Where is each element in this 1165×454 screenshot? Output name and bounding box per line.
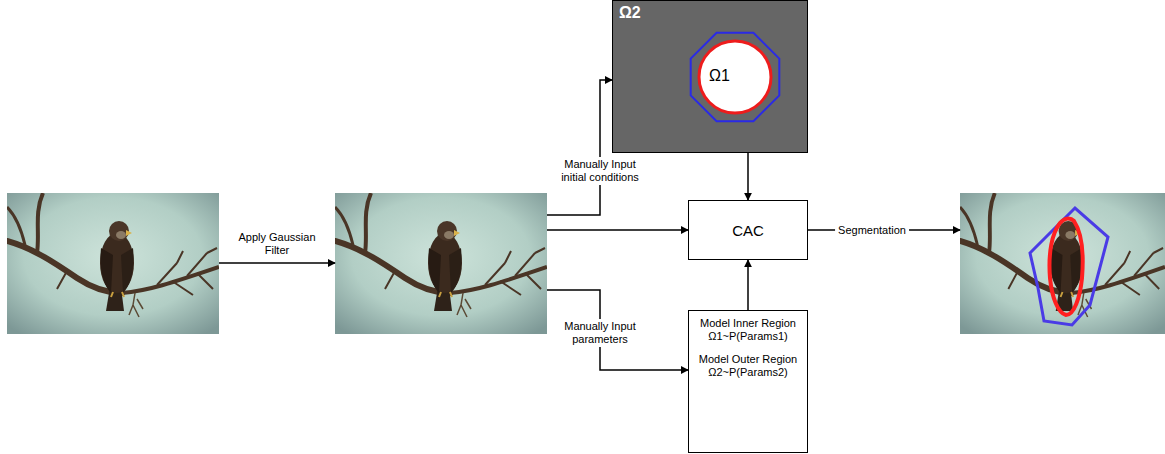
bird-photo	[960, 193, 1165, 334]
edge-label: Apply Gaussian Filter	[231, 230, 323, 258]
input-photo	[7, 193, 219, 334]
flow-arrow	[219, 262, 335, 264]
flow-arrow	[547, 290, 688, 370]
flow-arrow	[747, 153, 749, 200]
initial-contour-figure	[612, 0, 808, 153]
process-box: CAC	[688, 200, 808, 260]
filtered-photo	[335, 193, 547, 334]
box-title: CAC	[732, 222, 764, 239]
edge-label: Manually Input parameters	[554, 319, 646, 347]
flow-arrow	[547, 229, 688, 231]
region-model-box: Model Inner Region Ω1~P(Params1) Model Ou…	[688, 310, 808, 453]
model-text: Model Inner Region Ω1~P(Params1)	[695, 317, 801, 343]
flow-arrow	[547, 80, 612, 215]
flow-arrow	[747, 260, 749, 310]
region-label: Ω2	[619, 4, 641, 22]
segmented-photo	[960, 193, 1165, 334]
model-text: Model Outer Region Ω2~P(Params2)	[695, 353, 801, 379]
bird-photo	[335, 193, 547, 334]
initial-contour-panel: Ω2Ω1	[612, 0, 808, 153]
bird-photo	[7, 193, 219, 334]
region-label: Ω1	[709, 67, 730, 85]
edge-label: Manually Input initial conditions	[548, 157, 652, 185]
edge-label: Segmentation	[835, 223, 909, 238]
segmentation-overlay	[1030, 208, 1108, 325]
